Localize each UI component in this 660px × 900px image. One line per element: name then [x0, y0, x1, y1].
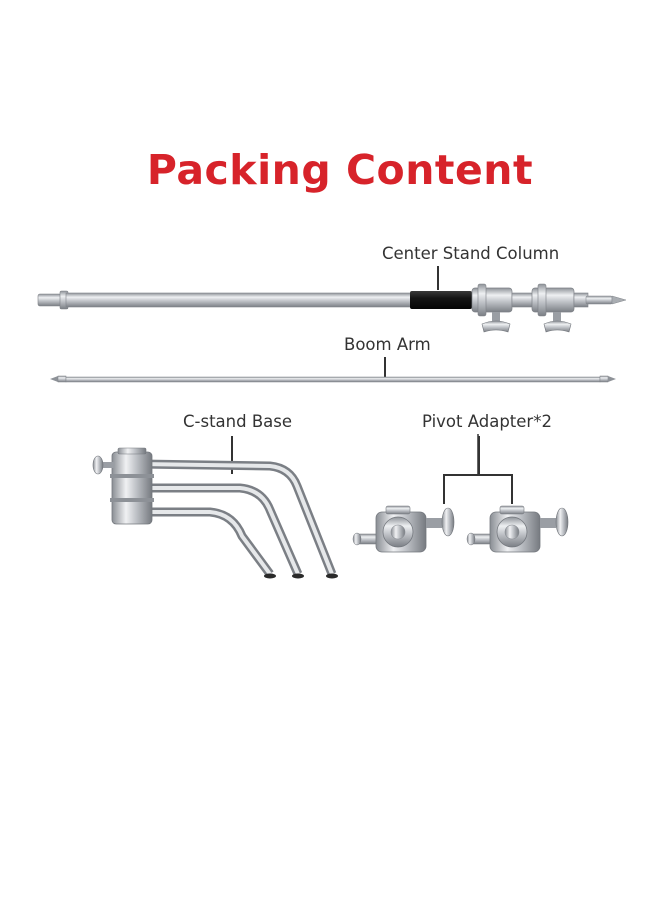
- c-stand-base-pointer: [231, 436, 233, 474]
- pivot-adapter-image-2: [466, 505, 569, 553]
- c-stand-base-image: [92, 447, 338, 579]
- pivot-adapter-bracket: [477, 434, 479, 474]
- boom-arm-image: [50, 375, 616, 383]
- boom-arm-label: Boom Arm: [344, 335, 431, 354]
- c-stand-base-label: C-stand Base: [183, 412, 293, 431]
- center-stand-column-pointer: [437, 266, 439, 290]
- pivot-adapter-bracket-bar: [443, 474, 512, 476]
- pivot-adapter-bracket-right: [511, 474, 513, 504]
- pivot-adapter-bracket-stem: [478, 436, 480, 474]
- boom-arm-pointer: [384, 357, 386, 377]
- center-stand-column-image: [37, 283, 627, 333]
- pivot-adapter-image-1: [352, 505, 455, 553]
- page-title: Packing Content: [146, 146, 534, 194]
- pivot-adapter-bracket-left: [443, 474, 445, 504]
- pivot-adapter-label: Pivot Adapter*2: [422, 412, 552, 431]
- center-stand-column-label: Center Stand Column: [382, 244, 560, 263]
